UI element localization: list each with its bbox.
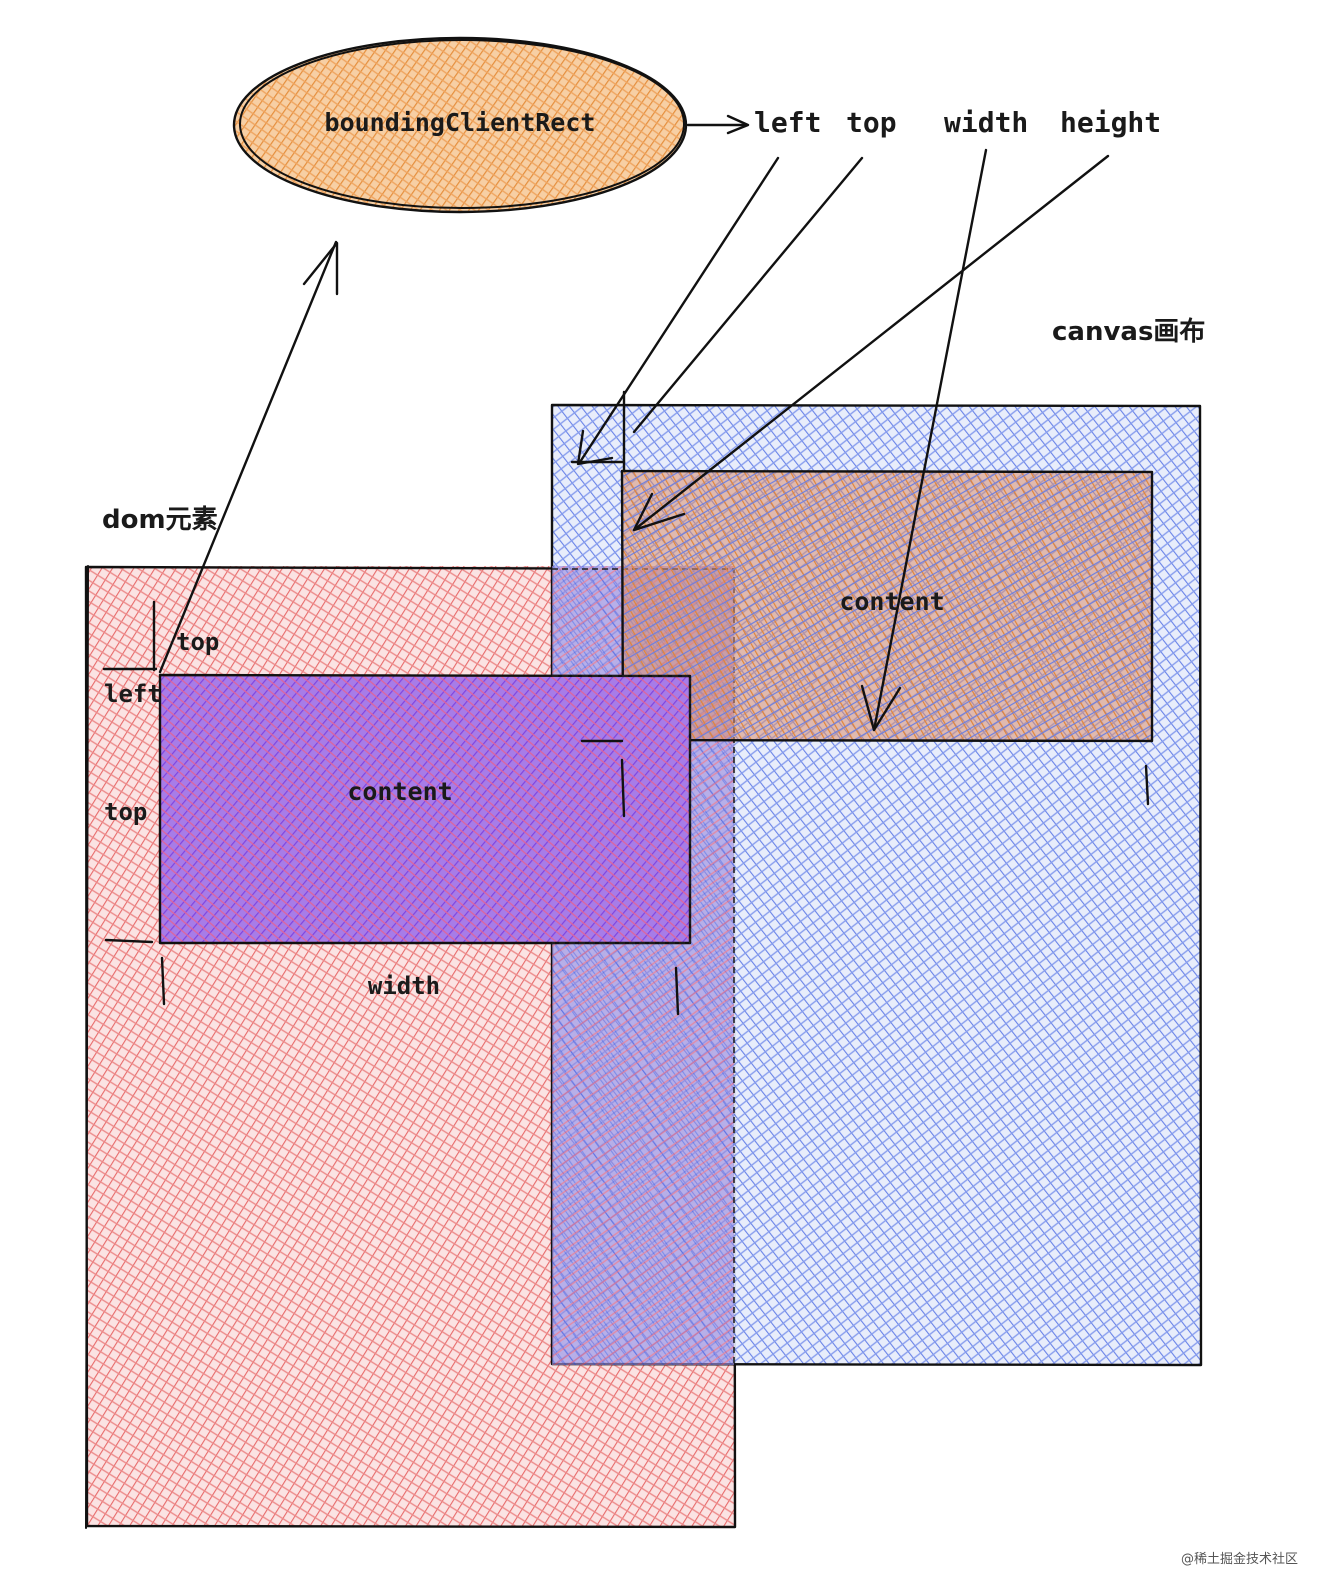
property-width-label: width [944,106,1028,139]
arrow-left-to-canvas [576,156,780,466]
canvas-content-box [620,469,1154,743]
arrow-dom-to-ellipse [158,240,339,674]
canvas-label: canvas画布 [1052,317,1205,347]
dom-content-box [158,673,692,945]
arrow-height-to-content [632,154,1110,532]
bounding-client-rect-ellipse [232,36,688,214]
dom-left-label: left [104,680,162,708]
dom-width-label: width [368,972,440,1000]
dom-top-side-label: top [104,798,147,826]
canvas-content-ticks [570,390,1150,818]
property-height-label: height [1060,106,1161,139]
dom-content-label: content [347,777,452,806]
watermark-text: @稀土掘金技术社区 [1181,1551,1298,1567]
arrow-width-to-content [860,148,988,732]
canvas-content-label: content [839,587,944,616]
arrow-ellipse-to-properties [686,114,750,135]
dom-top-label: top [176,628,219,656]
dom-dimension-ticks [102,600,680,1016]
ellipse-label: boundingClientRect [325,108,596,137]
dom-label: dom元素 [102,505,218,535]
arrow-top-to-canvas [632,156,864,434]
property-top-label: top [846,106,897,139]
property-left-label: left [754,106,821,139]
